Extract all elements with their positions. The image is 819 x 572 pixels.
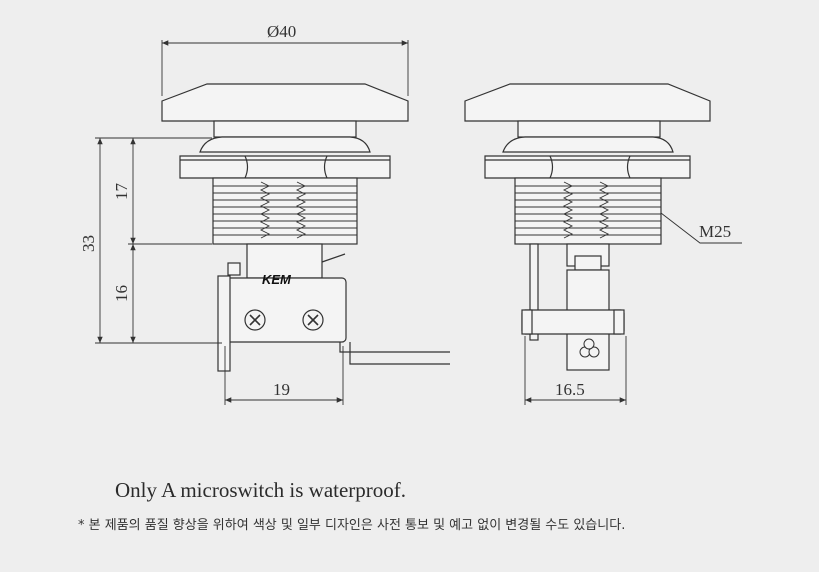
front-collar [213, 120, 357, 138]
side-button-cap [464, 83, 711, 122]
dim-height-total: 33 [79, 235, 98, 252]
side-wire-ends [579, 338, 600, 358]
front-hex-nut [179, 155, 391, 179]
side-thread-body [514, 177, 662, 245]
side-dome [502, 136, 674, 153]
front-thread-body [212, 177, 358, 245]
dim-width-front: 19 [273, 380, 290, 399]
brand-logo: KEM [262, 272, 292, 287]
front-switch-tab [217, 275, 231, 372]
side-hex-nut [484, 155, 691, 179]
side-thread-lines [515, 181, 661, 239]
notice-text: * 본 제품의 품질 향상을 위하여 색상 및 일부 디자인은 사전 통보 및 … [78, 518, 626, 533]
side-screw-head-right [613, 309, 625, 335]
front-switch-body [221, 277, 347, 343]
side-collar [517, 120, 661, 138]
side-screw-bar [521, 309, 625, 335]
front-dome [199, 136, 371, 153]
front-switch-neck [246, 243, 323, 279]
dim-height-upper: 17 [112, 183, 131, 201]
front-actuator [227, 262, 241, 276]
dim-height-lower: 16 [112, 285, 131, 302]
front-thread-lines [213, 181, 357, 239]
side-dimension-lines [524, 212, 742, 405]
side-view [464, 83, 711, 371]
front-dimension-lines [95, 40, 409, 405]
screw-cross-marks [249, 314, 319, 326]
dim-thread: M25 [699, 222, 731, 241]
dim-width-side: 16.5 [555, 380, 585, 399]
caption: Only A microswitch is waterproof. [115, 478, 407, 502]
dim-diameter: Ø40 [267, 22, 296, 41]
front-button-cap [161, 83, 409, 122]
side-bracket [529, 243, 539, 341]
side-actuator [574, 255, 602, 271]
front-wires [339, 342, 450, 365]
side-screw-head-left [521, 309, 533, 335]
